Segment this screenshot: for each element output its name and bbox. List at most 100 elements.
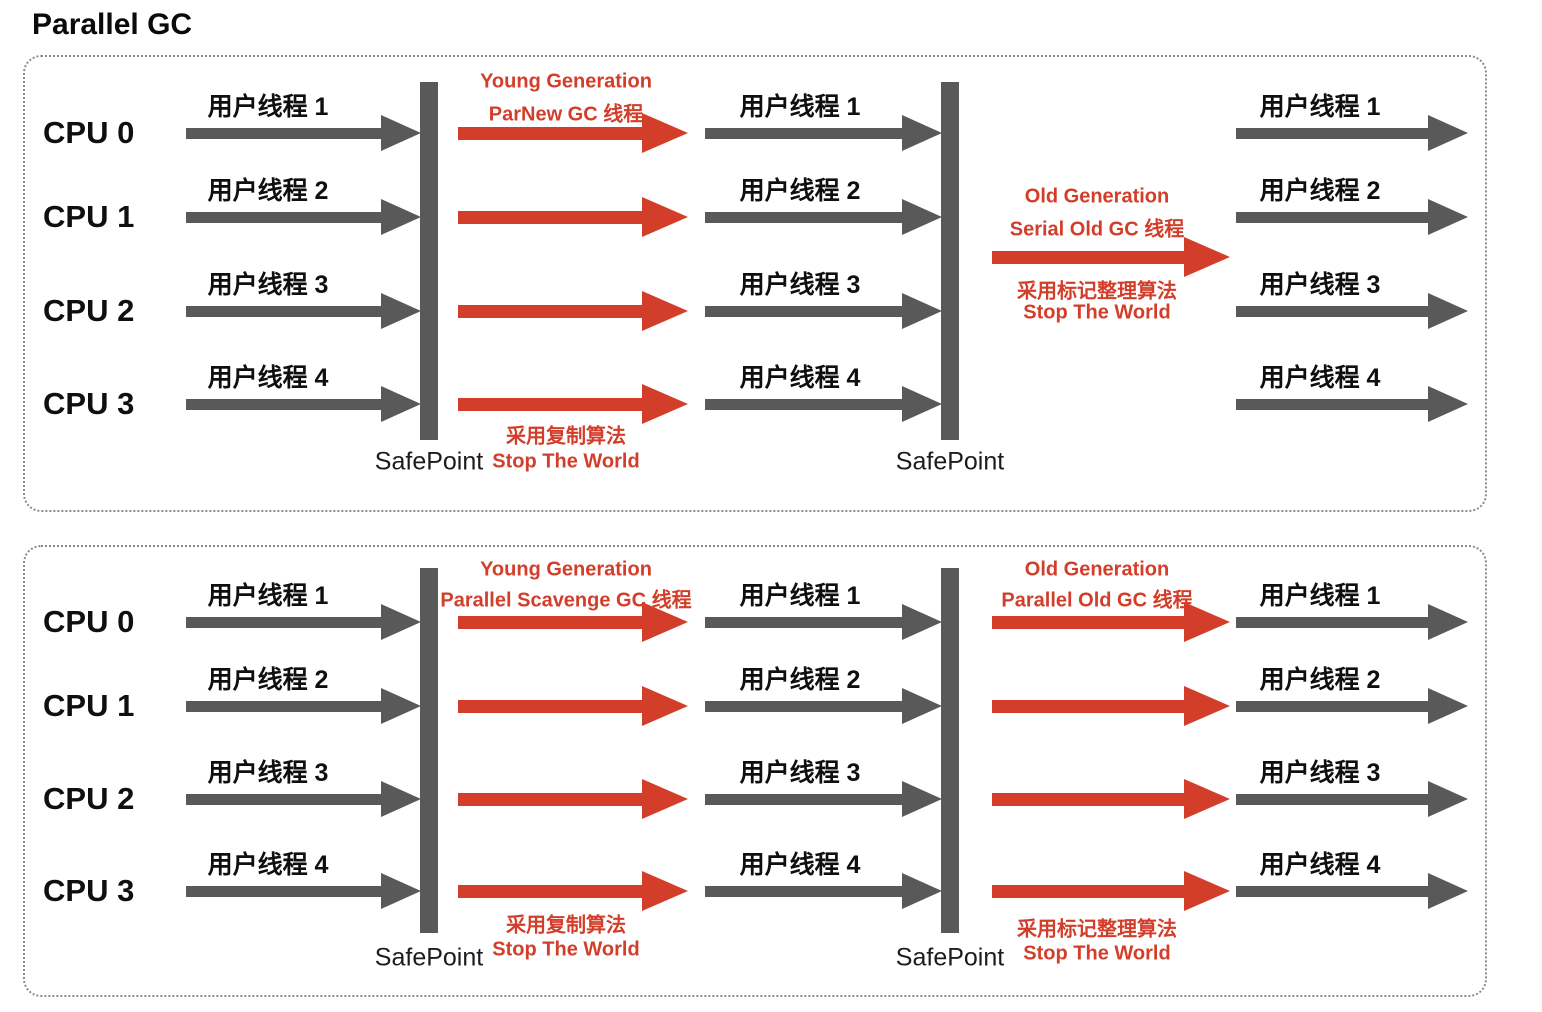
arrow-head bbox=[1428, 199, 1468, 235]
arrow-head bbox=[902, 293, 942, 329]
arrow-shaft bbox=[705, 793, 908, 805]
old-gc-algorithm-label: 采用标记整理算法 bbox=[1017, 280, 1177, 303]
user-thread-arrow bbox=[705, 115, 942, 151]
old-gc-label-line1: Old Generation bbox=[1024, 558, 1170, 581]
arrow-shaft bbox=[186, 700, 387, 712]
arrow-head bbox=[1428, 386, 1468, 422]
user-thread-arrow bbox=[1236, 688, 1468, 724]
arrow-shaft bbox=[1236, 211, 1434, 223]
user-thread-arrow bbox=[1236, 293, 1468, 329]
arrow-head bbox=[1184, 237, 1230, 277]
old-gc-thread-arrow bbox=[992, 686, 1230, 726]
old-gc-label-line1: Old Generation bbox=[1024, 185, 1170, 208]
arrow-shaft bbox=[458, 699, 648, 713]
user-thread-arrow bbox=[186, 873, 421, 909]
arrow-shaft bbox=[1236, 127, 1434, 139]
safepoint-bar bbox=[941, 82, 959, 440]
arrow-head bbox=[642, 113, 688, 153]
arrow-shaft bbox=[458, 884, 648, 898]
arrow-shaft bbox=[992, 792, 1190, 806]
user-thread-arrow bbox=[705, 604, 942, 640]
arrow-head bbox=[902, 688, 942, 724]
young-gc-label-line1: Young Generation bbox=[480, 70, 652, 93]
arrow-shaft bbox=[1236, 793, 1434, 805]
user-thread-arrow bbox=[186, 688, 421, 724]
arrow-head bbox=[642, 197, 688, 237]
arrow-head bbox=[381, 781, 421, 817]
user-thread-label: 用户线程 2 bbox=[739, 177, 861, 205]
arrow-head bbox=[381, 873, 421, 909]
arrow-head bbox=[902, 604, 942, 640]
arrow-head bbox=[381, 293, 421, 329]
old-stop-the-world-label: Stop The World bbox=[1023, 301, 1171, 324]
arrow-shaft bbox=[1236, 616, 1434, 628]
user-thread-arrow bbox=[1236, 386, 1468, 422]
young-gc-label-line2: Parallel Scavenge GC 线程 bbox=[440, 589, 692, 612]
arrow-shaft bbox=[1236, 305, 1434, 317]
arrow-head bbox=[381, 688, 421, 724]
arrow-head bbox=[642, 871, 688, 911]
user-thread-label: 用户线程 3 bbox=[739, 759, 861, 787]
arrow-head bbox=[1184, 686, 1230, 726]
young-stop-the-world-label: Stop The World bbox=[492, 450, 640, 473]
safepoint-label: SafePoint bbox=[895, 943, 1005, 972]
gc-phase-panel-parnew-serial-old bbox=[23, 55, 1487, 512]
user-thread-label: 用户线程 1 bbox=[1259, 582, 1381, 610]
user-thread-label: 用户线程 4 bbox=[1259, 364, 1381, 392]
user-thread-arrow bbox=[1236, 781, 1468, 817]
user-thread-label: 用户线程 4 bbox=[739, 364, 861, 392]
old-gc-thread-arrow bbox=[992, 237, 1230, 277]
arrow-shaft bbox=[1236, 398, 1434, 410]
arrow-head bbox=[642, 291, 688, 331]
user-thread-label: 用户线程 3 bbox=[207, 759, 329, 787]
old-stop-the-world-label: Stop The World bbox=[1023, 942, 1171, 965]
user-thread-arrow bbox=[186, 115, 421, 151]
user-thread-label: 用户线程 1 bbox=[207, 582, 329, 610]
young-gc-thread-arrow bbox=[458, 686, 688, 726]
arrow-shaft bbox=[458, 210, 648, 224]
arrow-shaft bbox=[458, 792, 648, 806]
old-gc-thread-arrow bbox=[992, 871, 1230, 911]
arrow-head bbox=[902, 873, 942, 909]
young-gc-label-line2: ParNew GC 线程 bbox=[488, 103, 644, 126]
arrow-head bbox=[902, 781, 942, 817]
young-gc-thread-arrow bbox=[458, 113, 688, 153]
user-thread-label: 用户线程 2 bbox=[1259, 666, 1381, 694]
arrow-shaft bbox=[186, 305, 387, 317]
cpu-label: CPU 3 bbox=[43, 386, 135, 421]
safepoint-label: SafePoint bbox=[374, 943, 484, 972]
arrow-shaft bbox=[705, 616, 908, 628]
arrow-shaft bbox=[992, 884, 1190, 898]
arrow-shaft bbox=[705, 211, 908, 223]
arrow-head bbox=[1428, 115, 1468, 151]
user-thread-label: 用户线程 2 bbox=[1259, 177, 1381, 205]
arrow-shaft bbox=[458, 615, 648, 629]
old-gc-thread-arrow bbox=[992, 779, 1230, 819]
user-thread-label: 用户线程 1 bbox=[207, 93, 329, 121]
user-thread-arrow bbox=[1236, 873, 1468, 909]
arrow-head bbox=[642, 602, 688, 642]
user-thread-label: 用户线程 1 bbox=[739, 93, 861, 121]
arrow-shaft bbox=[992, 699, 1190, 713]
user-thread-label: 用户线程 2 bbox=[207, 666, 329, 694]
arrow-shaft bbox=[705, 305, 908, 317]
arrow-head bbox=[902, 115, 942, 151]
user-thread-arrow bbox=[705, 688, 942, 724]
arrow-shaft bbox=[186, 616, 387, 628]
arrow-head bbox=[1184, 871, 1230, 911]
user-thread-label: 用户线程 4 bbox=[739, 851, 861, 879]
user-thread-arrow bbox=[705, 386, 942, 422]
arrow-shaft bbox=[186, 127, 387, 139]
arrow-shaft bbox=[992, 615, 1190, 629]
arrow-head bbox=[381, 604, 421, 640]
arrow-shaft bbox=[705, 127, 908, 139]
young-stop-the-world-label: Stop The World bbox=[492, 938, 640, 961]
cpu-label: CPU 2 bbox=[43, 781, 135, 816]
arrow-shaft bbox=[705, 885, 908, 897]
arrow-shaft bbox=[705, 700, 908, 712]
safepoint-bar bbox=[420, 568, 438, 933]
young-gc-thread-arrow bbox=[458, 871, 688, 911]
young-gc-thread-arrow bbox=[458, 197, 688, 237]
arrow-shaft bbox=[186, 398, 387, 410]
user-thread-arrow bbox=[186, 781, 421, 817]
